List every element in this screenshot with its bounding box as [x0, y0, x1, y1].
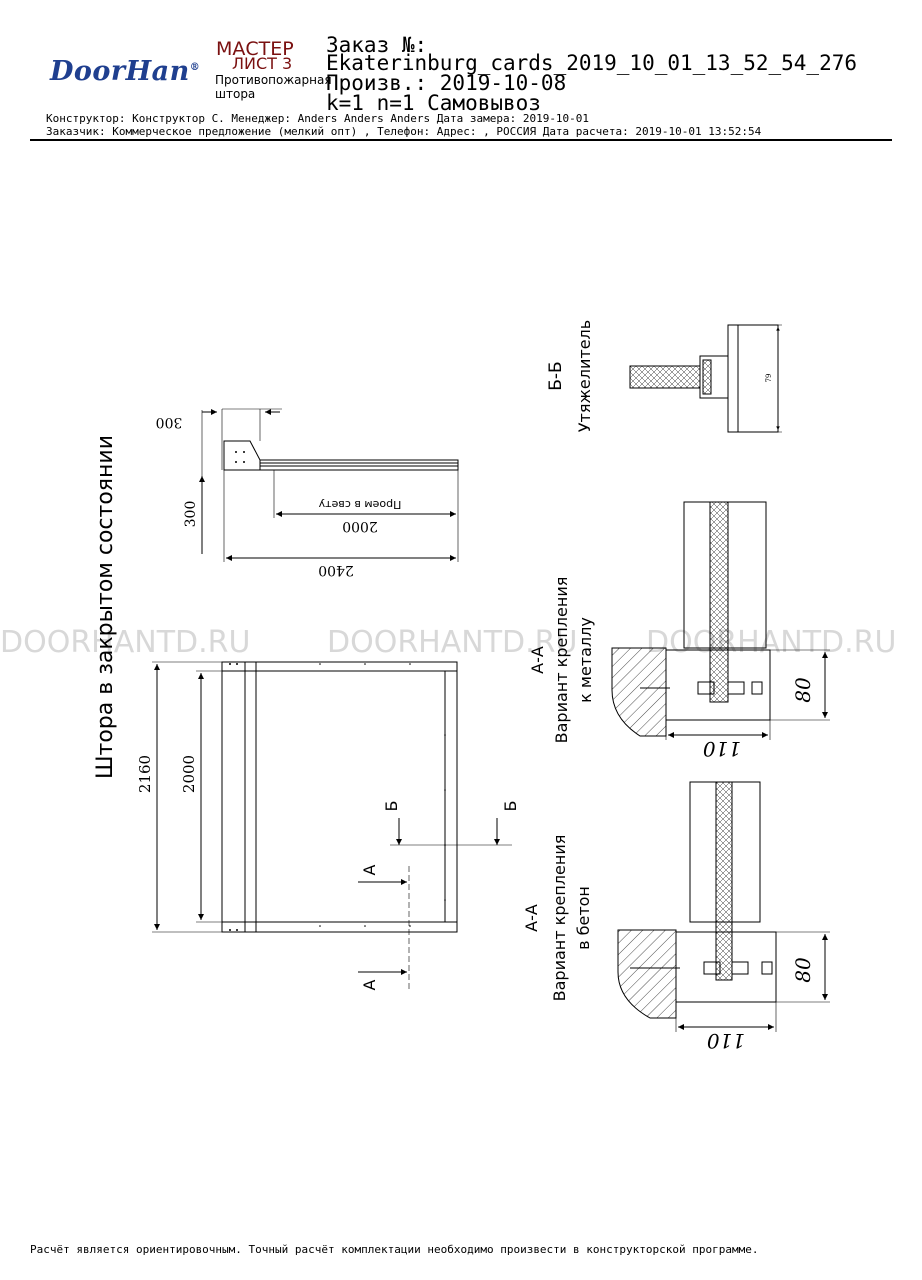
production-date: Произв.: 2019-10-08 — [326, 71, 567, 95]
aa-metal-wall — [611, 647, 667, 737]
info-line-customer: Заказчик: Коммерческое предложение (мелк… — [46, 125, 762, 138]
dim-2000-height-text: 2000 — [180, 755, 198, 793]
aa-concrete-line1: Вариант крепления — [550, 835, 569, 1002]
aa-metal-curtain — [709, 501, 729, 703]
header-divider — [30, 139, 892, 141]
aa-metal-title: А-А — [528, 646, 547, 674]
watermark: DOORHANTD.RU DOORHANTD.RU DOORHANTD.RU — [0, 625, 896, 660]
aa-concrete-wall — [617, 929, 677, 1019]
top-view — [199, 408, 459, 562]
aa-metal-nut — [751, 681, 763, 695]
front-frame — [221, 661, 458, 933]
aa-concrete-block — [731, 961, 749, 975]
mark-b-left: Б — [382, 801, 401, 812]
watermark-text-3: DOORHANTD.RU — [646, 625, 896, 660]
watermark-text-2: DOORHANTD.RU — [327, 625, 577, 660]
footer-note: Расчёт является ориентировочным. Точный … — [30, 1243, 759, 1256]
section-bb-dim: 79 — [765, 374, 773, 383]
mark-a-bottom: А — [360, 979, 379, 990]
mark-b-right: Б — [501, 801, 520, 812]
dim-300-side-text: 300 — [183, 501, 199, 528]
bb-curtain — [629, 365, 701, 389]
bb-weight-bar — [727, 324, 739, 433]
aa-metal-line2: к металлу — [576, 617, 595, 703]
aa-metal-block — [697, 681, 715, 695]
section-bb-title: Б-Б — [546, 361, 566, 390]
aa-metal-dim-w-text: 110 — [703, 737, 741, 761]
aa-concrete-dim-h-text: 80 — [791, 957, 815, 983]
info-line-constructor: Конструктор: Конструктор С. Менеджер: An… — [46, 112, 590, 125]
aa-concrete-block — [703, 961, 721, 975]
aa-metal-line1: Вариант крепления — [552, 577, 571, 744]
top-view-box — [223, 440, 261, 471]
order-label: Заказ №: — [326, 33, 428, 57]
aa-concrete-drawing — [617, 781, 830, 1032]
aa-concrete-line2: в бетон — [574, 886, 593, 950]
mark-a-top: А — [360, 864, 379, 875]
aa-concrete-dim-w-text: 110 — [707, 1029, 745, 1053]
opening-label: Проем в свету — [318, 498, 401, 511]
main-title: Штора в закрытом состоянии — [93, 435, 118, 779]
watermark-text-1: DOORHANTD.RU — [0, 625, 250, 660]
doorhan-logo: DoorHan® — [50, 56, 201, 87]
aa-metal-block — [727, 681, 745, 695]
dim-2160-text: 2160 — [136, 755, 154, 793]
dim-2400-text: 2400 — [318, 562, 354, 578]
dim-2000-opening-text: 2000 — [342, 518, 378, 534]
order-number: Ekaterinburg_cards_2019_10_01_13_52_54_2… — [326, 51, 858, 75]
aa-metal-drawing — [611, 501, 830, 740]
master-label: МАСТЕР — [216, 38, 294, 60]
front-fastener-dots — [229, 663, 446, 931]
bb-bolt — [702, 359, 712, 395]
dim-300-top-text: 300 — [156, 414, 183, 430]
sheet-label: ЛИСТ 3 — [232, 54, 293, 73]
section-bb-subtitle: Утяжелитель — [575, 320, 594, 432]
k-n-delivery: k=1 n=1 Самовывоз — [326, 91, 541, 115]
aa-metal-dim-h-text: 80 — [791, 677, 815, 703]
product-type: Противопожарная штора — [215, 73, 332, 101]
top-view-rail — [259, 459, 459, 471]
aa-concrete-curtain — [715, 781, 733, 981]
aa-concrete-nut — [761, 961, 773, 975]
aa-concrete-title: А-А — [522, 904, 541, 932]
front-view — [152, 661, 512, 992]
section-bb-drawing — [629, 324, 782, 433]
